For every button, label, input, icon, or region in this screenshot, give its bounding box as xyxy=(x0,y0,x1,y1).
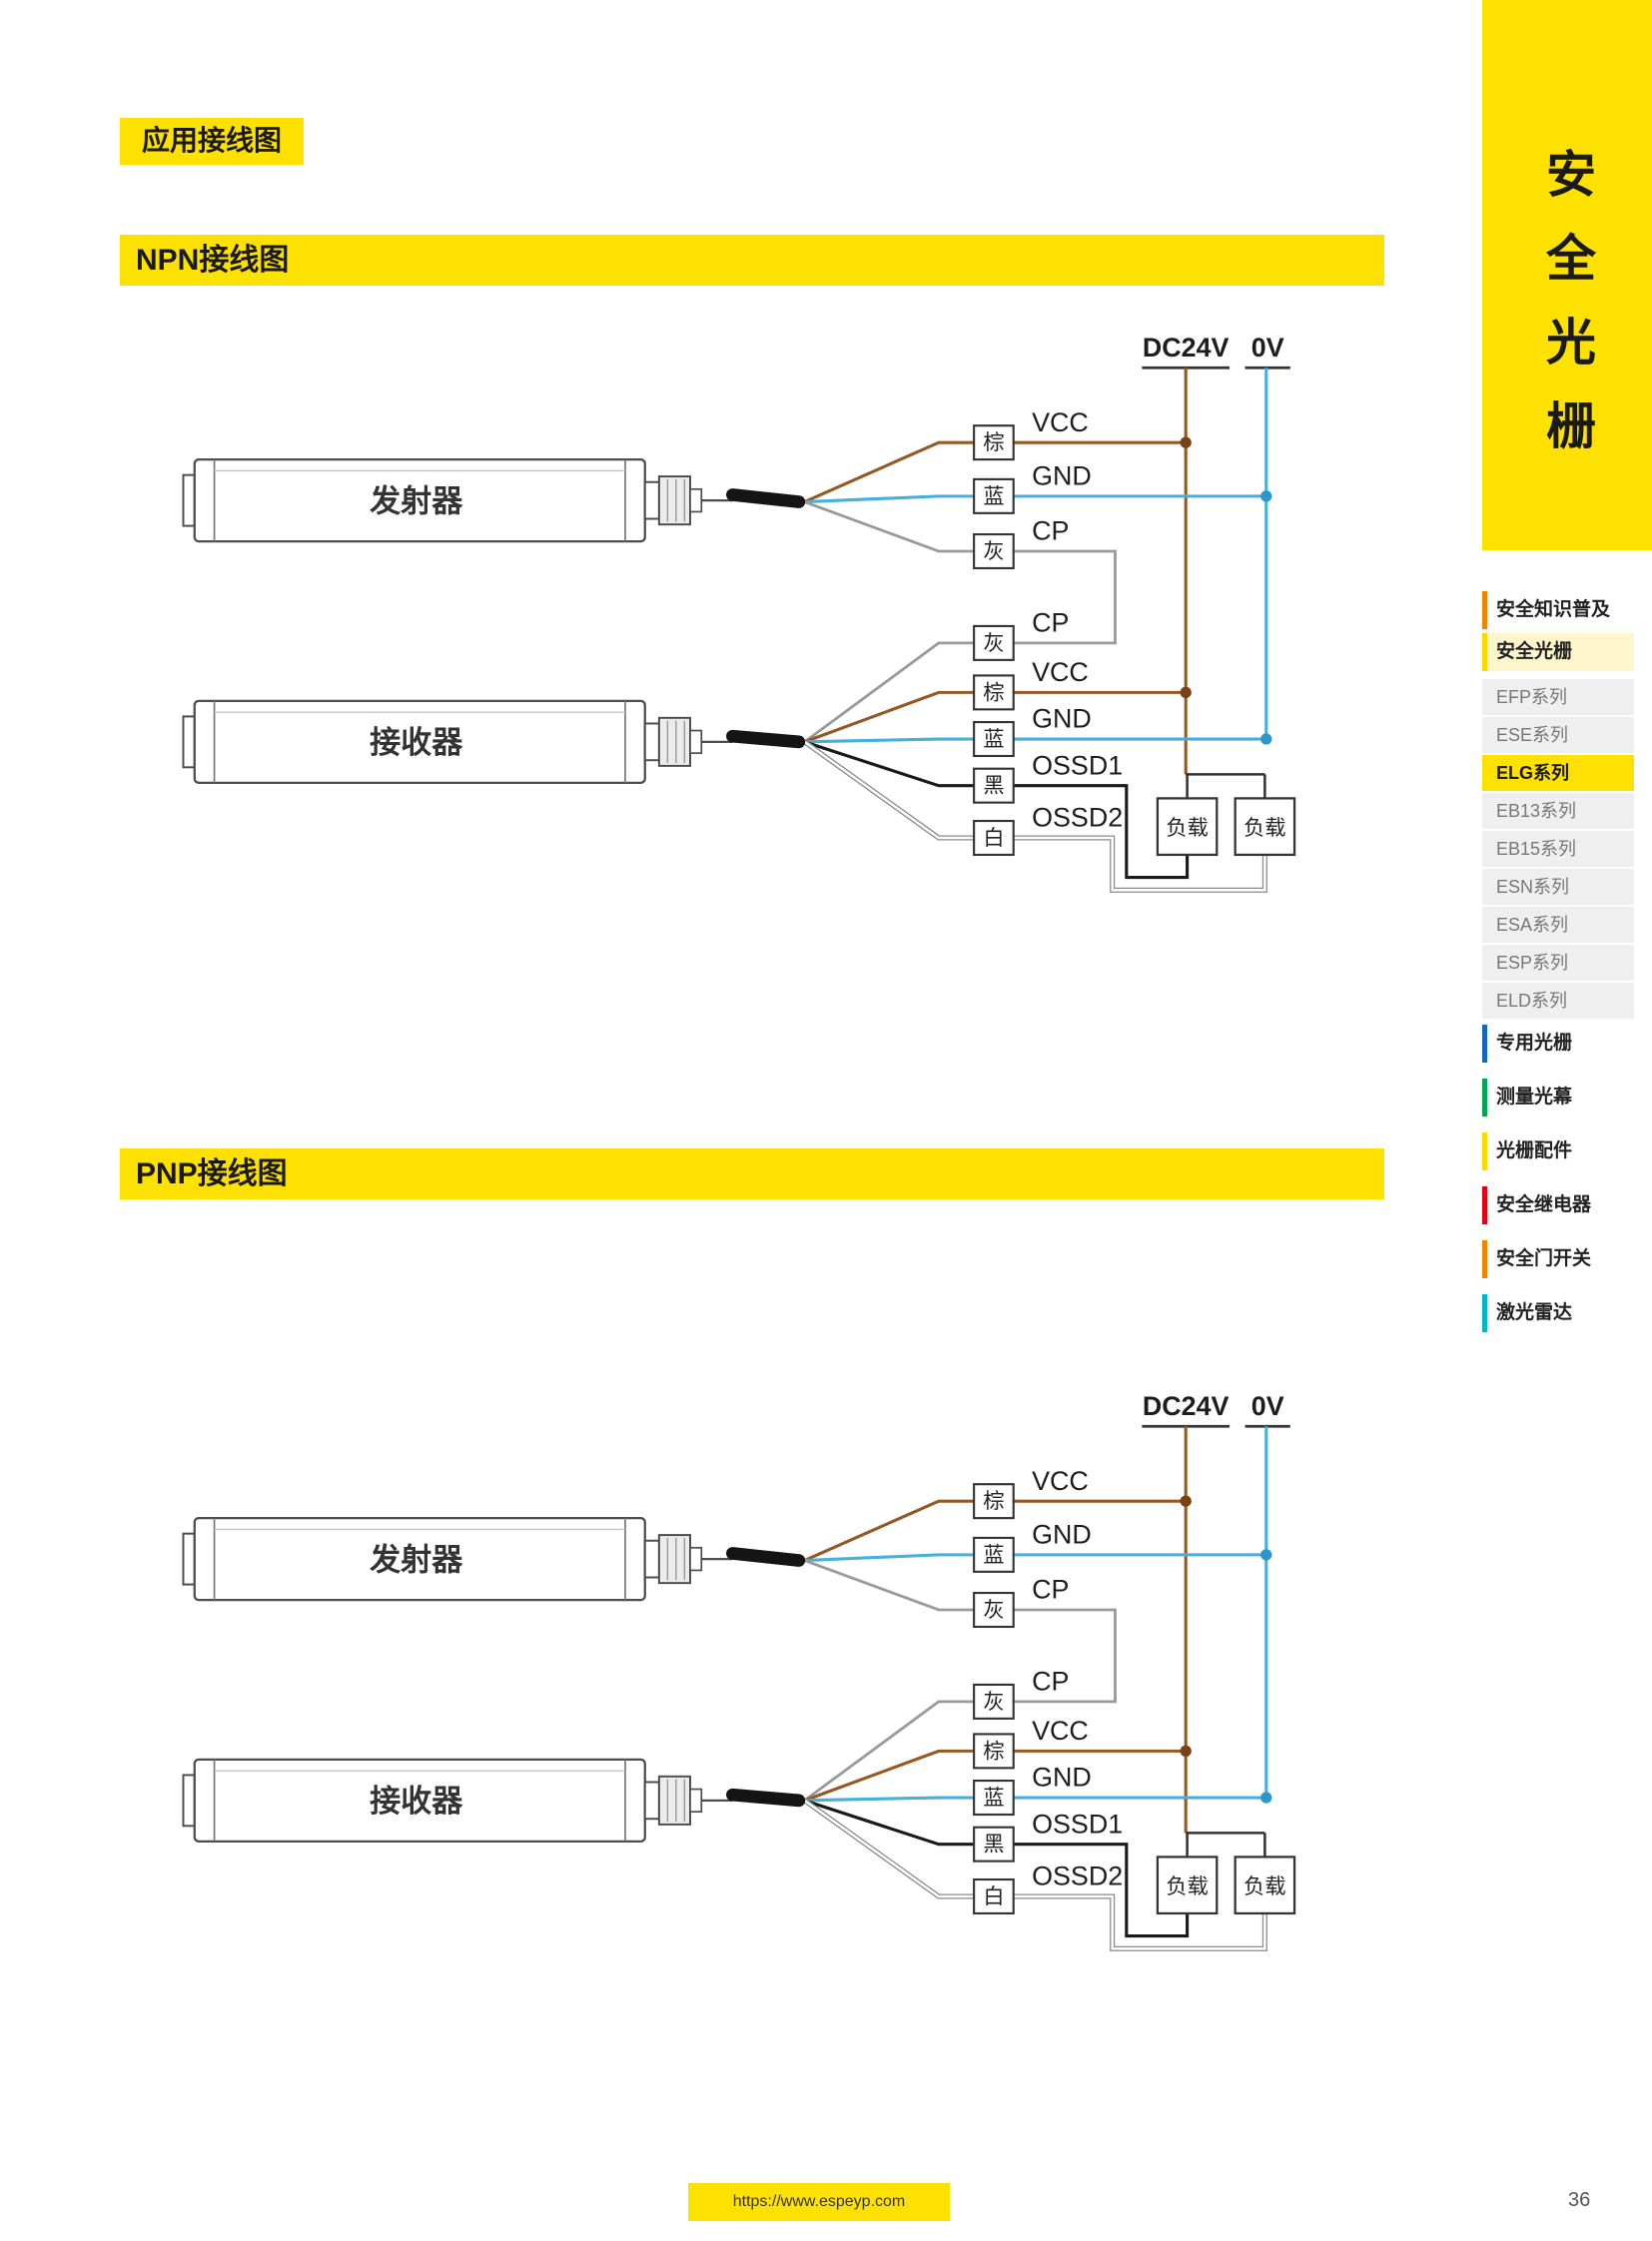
sidebar-item-safety-door-switch[interactable]: 安全门开关 xyxy=(1482,1240,1634,1278)
npn-diagram-instance xyxy=(183,333,1294,890)
sidebar-item-esn-series[interactable]: ESN系列 xyxy=(1482,869,1634,905)
sidebar-item-safety-knowledge[interactable]: 安全知识普及 xyxy=(1482,591,1634,629)
sidebar-item-light-curtain-accessories[interactable]: 光栅配件 xyxy=(1482,1132,1634,1170)
sidebar-item-safety-relay[interactable]: 安全继电器 xyxy=(1482,1186,1634,1224)
npn-wiring-diagram xyxy=(134,330,1475,937)
sidebar-item-efp-series[interactable]: EFP系列 xyxy=(1482,679,1634,715)
sidebar-item-laser-radar[interactable]: 激光雷达 xyxy=(1482,1294,1634,1332)
sidebar-item-special-light-curtain[interactable]: 专用光栅 xyxy=(1482,1025,1634,1063)
pnp-diagram-instance xyxy=(183,1391,1294,1948)
section-banner-pnp: PNP接线图 xyxy=(120,1148,1384,1199)
sidebar-hero-banner: 安全光栅 xyxy=(1482,0,1652,550)
footer-url[interactable]: https://www.espeyp.com xyxy=(688,2183,950,2221)
sidebar-item-esp-series[interactable]: ESP系列 xyxy=(1482,945,1634,981)
sidebar-item-eld-series[interactable]: ELD系列 xyxy=(1482,983,1634,1019)
sidebar-item-eb13-series[interactable]: EB13系列 xyxy=(1482,793,1634,829)
section-banner-npn: NPN接线图 xyxy=(120,235,1384,286)
sidebar: 安全光栅 安全知识普及 安全光栅 EFP系列 ESE系列 ELG系列 EB13系… xyxy=(1482,0,1652,2241)
sidebar-item-eb15-series[interactable]: EB15系列 xyxy=(1482,831,1634,867)
sidebar-item-ese-series[interactable]: ESE系列 xyxy=(1482,717,1634,753)
pnp-wiring-diagram xyxy=(134,1388,1475,1995)
sidebar-vertical-title: 安全光栅 xyxy=(1539,148,1595,483)
sidebar-item-esa-series[interactable]: ESA系列 xyxy=(1482,907,1634,943)
sidebar-item-measuring-light-curtain[interactable]: 测量光幕 xyxy=(1482,1079,1634,1117)
sidebar-item-safety-light-curtain[interactable]: 安全光栅 xyxy=(1482,633,1634,671)
sidebar-item-elg-series[interactable]: ELG系列 xyxy=(1482,755,1634,791)
page-title-badge: 应用接线图 xyxy=(120,118,305,165)
sidebar-menu: 安全知识普及 安全光栅 EFP系列 ESE系列 ELG系列 EB13系列 EB1… xyxy=(1482,591,1634,1332)
page-number: 36 xyxy=(1568,2189,1591,2211)
